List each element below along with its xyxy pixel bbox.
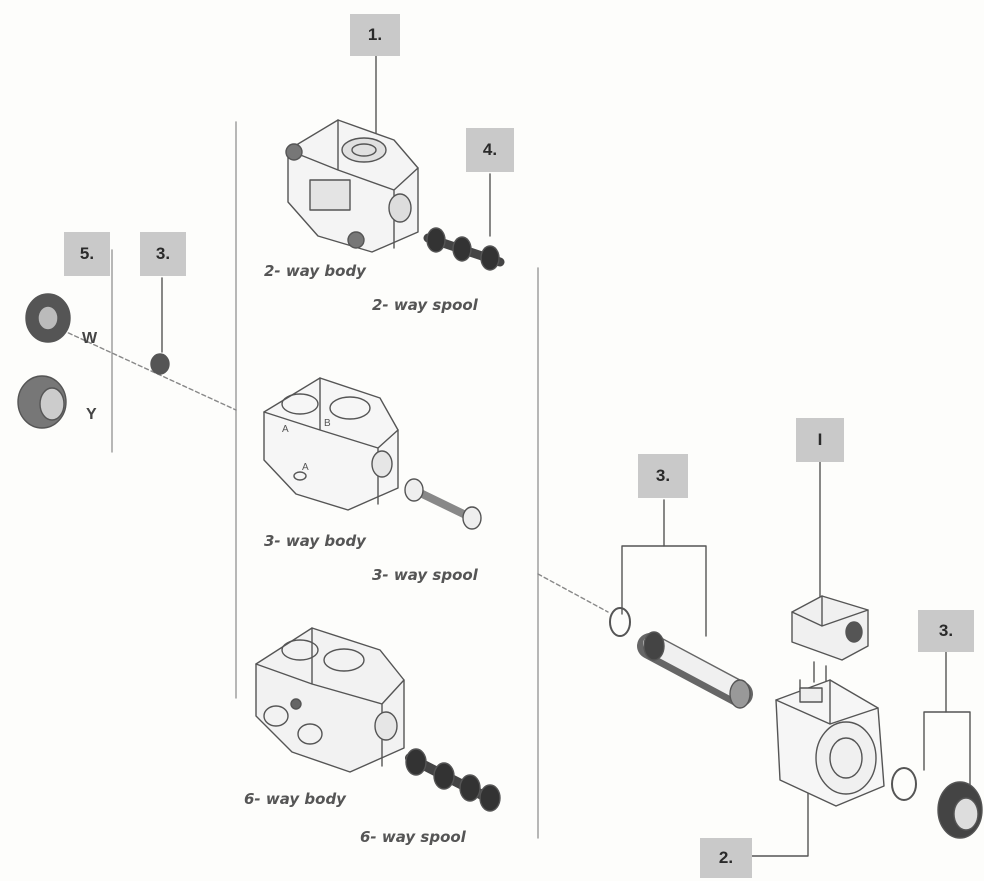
two-way-spool-drawing <box>423 227 505 271</box>
callout-3-nut: 3. <box>140 232 186 276</box>
caption-2-way-body: 2- way body <box>264 262 366 280</box>
callout-5: 5. <box>64 232 110 276</box>
assembly-axis-right <box>537 573 609 613</box>
three-way-body-drawing: A B A <box>263 377 399 511</box>
six-way-body-drawing <box>255 627 405 773</box>
connector-plug-drawing <box>791 595 869 691</box>
three-way-spool-drawing <box>404 478 482 530</box>
solenoid-coil-drawing <box>775 679 885 807</box>
caption-6-way-body: 6- way body <box>244 790 346 808</box>
leader-3-seal <box>621 499 665 615</box>
knob-label-y: Y <box>86 406 97 423</box>
two-way-body-drawing <box>285 119 419 253</box>
callout-3-seal: 3. <box>638 454 688 498</box>
leader-3-tube <box>663 545 707 637</box>
svg-text:B: B <box>324 418 331 429</box>
leader-2 <box>751 789 809 857</box>
o-ring-drawing <box>609 607 631 637</box>
caption-2-way-spool: 2- way spool <box>372 296 478 314</box>
callout-I: I <box>796 418 844 462</box>
caption-3-way-spool: 3- way spool <box>372 566 478 584</box>
knob-y-drawing <box>17 375 67 429</box>
leader-3-nut-right <box>923 651 947 771</box>
end-cap-drawing <box>937 781 983 839</box>
six-way-spool-drawing <box>405 748 501 812</box>
small-nut-drawing <box>150 353 170 375</box>
callout-2: 2. <box>700 838 752 878</box>
assembly-axis-left <box>61 329 237 411</box>
callout-1: 1. <box>350 14 400 56</box>
caption-6-way-spool: 6- way spool <box>360 828 466 846</box>
leader-3-cap-right <box>945 711 971 791</box>
right-nut-drawing <box>891 767 917 801</box>
knob-w-drawing <box>25 293 71 343</box>
caption-3-way-body: 3- way body <box>264 532 366 550</box>
svg-text:A: A <box>302 462 309 473</box>
callout-3-right: 3. <box>918 610 974 652</box>
armature-tube-drawing <box>637 631 753 709</box>
callout-4: 4. <box>466 128 514 172</box>
knob-label-w: W <box>82 330 98 347</box>
svg-text:A: A <box>282 424 289 435</box>
